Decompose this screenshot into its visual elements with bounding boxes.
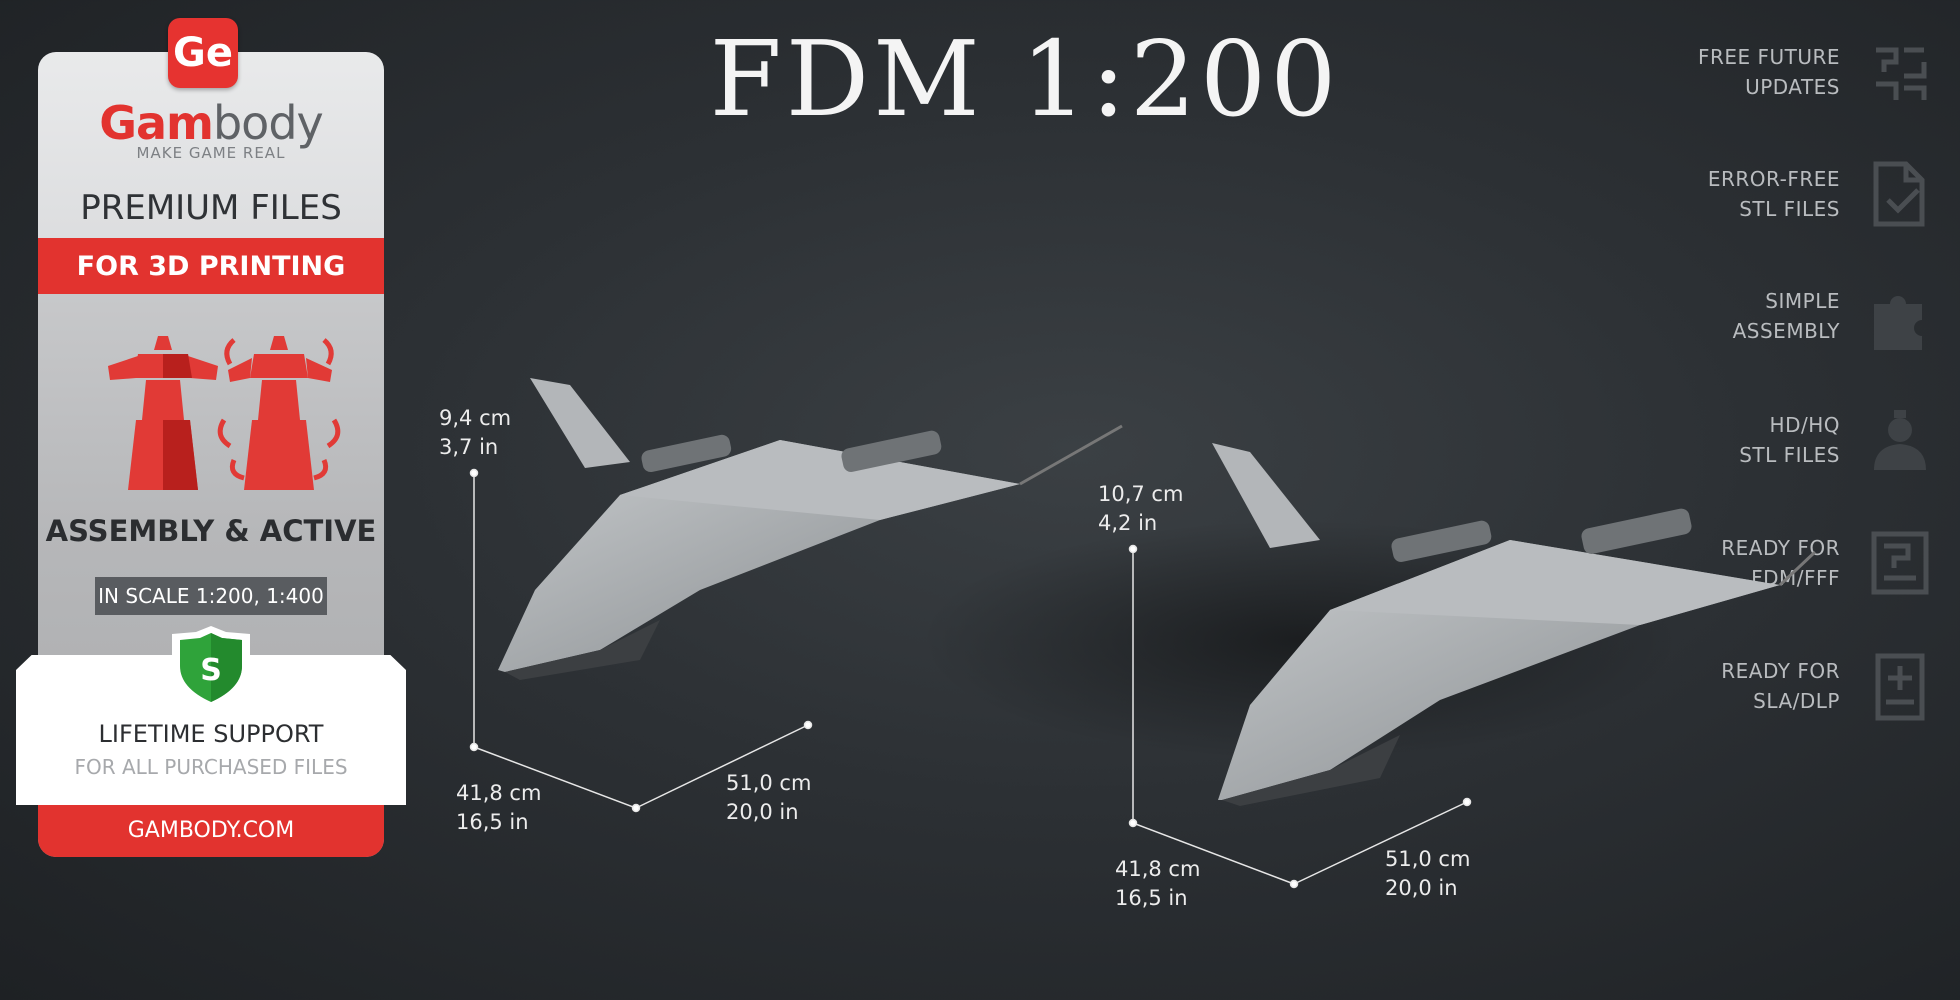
assembly-figures-icon bbox=[108, 336, 341, 490]
dim-value: 20,0 in bbox=[1385, 876, 1458, 900]
feature-sla: READY FOR SLA/DLP bbox=[1540, 656, 1840, 716]
model-1-depth: 51,0 cm 20,0 in bbox=[726, 769, 811, 827]
feature-line: FREE FUTURE bbox=[1697, 45, 1840, 69]
premium-files-heading: PREMIUM FILES bbox=[80, 188, 342, 228]
feature-free-updates: FREE FUTURE UPDATES bbox=[1540, 42, 1840, 102]
feature-line: READY FOR bbox=[1721, 536, 1840, 560]
model-1-width: 41,8 cm 16,5 in bbox=[456, 779, 541, 837]
dim-value: 51,0 cm bbox=[1385, 847, 1471, 871]
brand-name-part2: body bbox=[212, 96, 324, 150]
feature-line: STL FILES bbox=[1739, 197, 1840, 221]
for-3d-printing-banner: FOR 3D PRINTING bbox=[38, 238, 384, 294]
dim-value: 51,0 cm bbox=[726, 771, 812, 795]
feature-line: SLA/DLP bbox=[1753, 689, 1840, 713]
file-check-icon bbox=[1873, 161, 1925, 227]
brand-tagline: MAKE GAME REAL bbox=[136, 144, 286, 162]
feature-line: STL FILES bbox=[1739, 443, 1840, 467]
spaceship-model-2 bbox=[1212, 443, 1817, 806]
feature-error-free: ERROR-FREE STL FILES bbox=[1540, 164, 1840, 224]
shield-icon: S bbox=[172, 626, 250, 710]
shield-letter: S bbox=[200, 653, 222, 688]
feature-line: ASSEMBLY bbox=[1732, 319, 1840, 343]
model-2-height: 10,7 cm 4,2 in bbox=[1098, 480, 1183, 538]
dim-value: 16,5 in bbox=[1115, 886, 1188, 910]
brand-name-part1: Gam bbox=[99, 96, 214, 150]
fdm-printer-icon bbox=[1871, 531, 1929, 595]
feature-line: HD/HQ bbox=[1769, 413, 1840, 437]
feature-line: SIMPLE bbox=[1765, 289, 1840, 313]
dim-value: 41,8 cm bbox=[456, 781, 542, 805]
dimension-lines-1 bbox=[469, 468, 813, 813]
updates-icon bbox=[1876, 47, 1927, 100]
dim-value: 4,2 in bbox=[1098, 511, 1158, 535]
dim-value: 20,0 in bbox=[726, 800, 799, 824]
feature-line: UPDATES bbox=[1745, 75, 1840, 99]
model-2-depth: 51,0 cm 20,0 in bbox=[1385, 845, 1470, 903]
spaceship-model-1 bbox=[498, 378, 1123, 680]
assembly-active-heading: ASSEMBLY & ACTIVE bbox=[45, 514, 377, 548]
dim-value: 41,8 cm bbox=[1115, 857, 1201, 881]
dim-value: 16,5 in bbox=[456, 810, 529, 834]
dim-value: 9,4 cm bbox=[439, 406, 512, 430]
page-title: FDM 1:200 bbox=[709, 18, 1341, 140]
engineer-icon bbox=[1874, 410, 1926, 470]
lifetime-support-heading: LIFETIME SUPPORT bbox=[98, 720, 324, 748]
feature-line: READY FOR bbox=[1721, 659, 1840, 683]
dim-value: 10,7 cm bbox=[1098, 482, 1184, 506]
scale-badge: IN SCALE 1:200, 1:400 bbox=[95, 577, 327, 615]
dimension-lines-2 bbox=[1128, 544, 1472, 889]
feature-simple-assembly: SIMPLE ASSEMBLY bbox=[1540, 286, 1840, 346]
website-link[interactable]: GAMBODY.COM bbox=[127, 818, 295, 843]
sla-printer-icon bbox=[1875, 653, 1925, 721]
dim-value: 3,7 in bbox=[439, 435, 499, 459]
feature-hd-hq: HD/HQ STL FILES bbox=[1540, 410, 1840, 470]
lifetime-support-subtext: FOR ALL PURCHASED FILES bbox=[74, 755, 348, 779]
model-1-height: 9,4 cm 3,7 in bbox=[439, 404, 511, 462]
brand-name: Gambody bbox=[38, 96, 384, 150]
model-2-width: 41,8 cm 16,5 in bbox=[1115, 855, 1200, 913]
puzzle-icon bbox=[1874, 296, 1922, 350]
gambody-logo-icon: Ge bbox=[168, 18, 238, 88]
feature-line: ERROR-FREE bbox=[1707, 167, 1840, 191]
